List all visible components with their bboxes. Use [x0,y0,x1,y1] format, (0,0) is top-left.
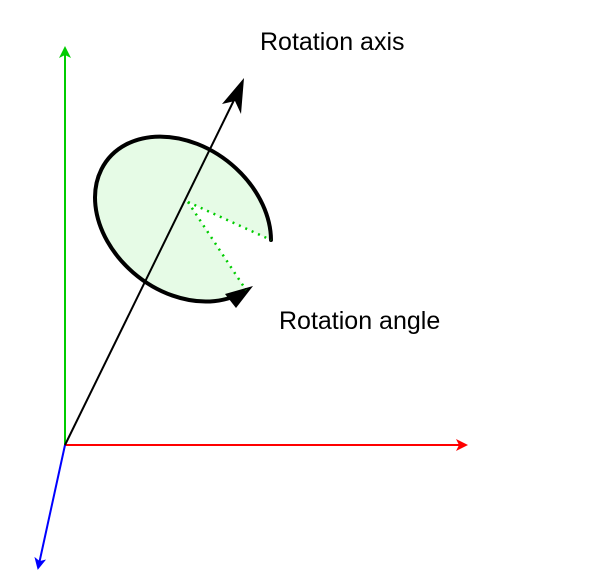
rotation-arc-arrowhead [225,286,253,308]
rotation-axis-label: Rotation axis [260,28,405,56]
rotation-axis [64,95,237,446]
rotation-arc [93,134,273,304]
rotation-disc [95,136,272,302]
angle-marker-line-1 [187,200,272,242]
rotation-axis-arrowhead [222,78,244,114]
rotation-angle-label: Rotation angle [279,307,440,335]
z-axis [34,444,66,570]
